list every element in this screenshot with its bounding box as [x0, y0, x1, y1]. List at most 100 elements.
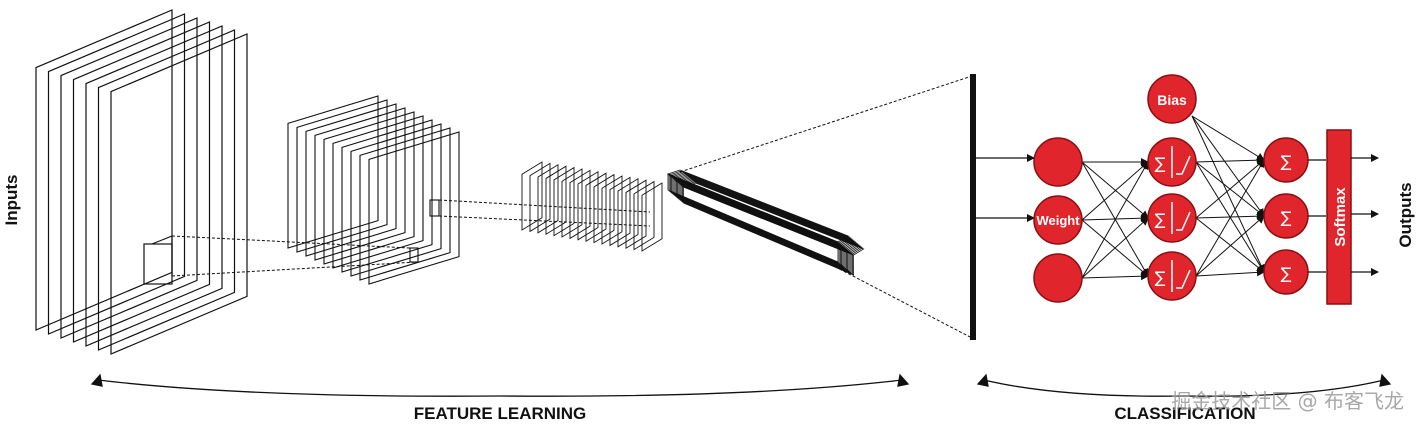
dashed-connectors: [171, 75, 973, 339]
feature-map: [569, 169, 591, 240]
bias-node-group: Bias: [1147, 74, 1197, 124]
connection-edge: [1195, 159, 1265, 219]
feature-map: [545, 165, 567, 236]
convolution-feature-maps: [287, 95, 460, 285]
feature-map: [341, 119, 433, 273]
feature-map: [617, 177, 639, 248]
activation-curve-icon: [1176, 211, 1191, 231]
connection-edge: [1191, 115, 1265, 273]
connection-edge: [1191, 115, 1265, 161]
feature-map: [601, 175, 623, 245]
feature-map: [521, 161, 543, 231]
sum-symbol: ∑: [1155, 154, 1166, 173]
input-feature-maps: [35, 9, 248, 355]
connection-edge: [1081, 161, 1149, 279]
feature-map: [350, 123, 442, 277]
feature-map: [668, 174, 840, 264]
feature-learning-label: FEATURE LEARNING: [414, 404, 587, 423]
connection-edge: [1195, 159, 1265, 277]
classification-brace: [976, 373, 1392, 397]
connection-edge: [1081, 272, 1149, 281]
feature-map: [97, 29, 236, 351]
feature-map: [47, 13, 186, 335]
feature-map: [561, 168, 583, 238]
feature-map: [529, 162, 551, 233]
sum-symbol: ∑: [1281, 208, 1292, 227]
activation-neuron-3: ∑: [1147, 251, 1197, 301]
pooling-feature-maps: [521, 161, 663, 252]
feature-map: [585, 172, 607, 243]
connection-edge: [1195, 215, 1265, 277]
output-arrows: [1351, 154, 1379, 276]
feature-map: [667, 173, 839, 263]
input-neuron-layer: Weight: [1033, 137, 1083, 303]
feature-map: [633, 180, 655, 251]
feature-map: [679, 183, 851, 273]
feature-map: [676, 180, 847, 270]
feature-map: [110, 33, 248, 355]
feature-map: [674, 179, 846, 269]
fully-connected-edges: [1081, 115, 1265, 281]
feature-map: [296, 99, 388, 253]
outputs-label: Outputs: [1396, 182, 1415, 247]
feature-map: [60, 17, 198, 339]
feature-map: [72, 21, 211, 343]
feature-learning-brace: [90, 373, 910, 397]
input-receptive-field: [143, 235, 173, 285]
activation-neuron-2: ∑: [1147, 193, 1197, 243]
connection-edge: [1081, 217, 1149, 279]
connection-edge: [1195, 268, 1265, 277]
bias-label: Bias: [1157, 92, 1187, 108]
connection-edge: [1195, 156, 1265, 165]
feature-map: [287, 95, 379, 249]
bias-neuron: [1147, 74, 1197, 124]
sum-symbol: ∑: [1155, 268, 1166, 287]
connection-edge: [1191, 115, 1265, 217]
softmax-layer: Softmax: [1326, 129, 1352, 305]
connection-edge: [1195, 212, 1265, 221]
activation-curve-icon: [1176, 269, 1191, 289]
feature-map: [625, 179, 647, 250]
sum-to-softmax-arrows: [1308, 159, 1326, 273]
feature-map: [332, 115, 424, 269]
feature-map: [359, 127, 451, 281]
feature-map: [368, 131, 460, 285]
classification-label: CLASSIFICATION: [1114, 404, 1255, 423]
hidden-activation-layer: ∑ ∑ ∑: [1147, 137, 1197, 301]
connection-edge: [1195, 217, 1265, 273]
output-sum-layer: ∑ ∑ ∑: [1263, 137, 1309, 295]
deep-feature-maps: [666, 169, 865, 276]
activation-curve-icon: [1176, 155, 1191, 175]
feature-map: [673, 178, 845, 268]
flatten-to-hidden-arrows: [976, 154, 1035, 222]
feature-map: [672, 177, 844, 267]
watermark: 掘金技术社区 @ 布客飞龙: [1171, 389, 1404, 413]
neuron-top: [1033, 137, 1083, 187]
weight-label: Weight: [1036, 213, 1080, 228]
feature-map: [323, 111, 415, 265]
sum-symbol: ∑: [1281, 152, 1292, 171]
feature-map: [609, 176, 631, 247]
sum-symbol: ∑: [1155, 210, 1166, 229]
feature-map: [577, 170, 599, 241]
feature-map: [683, 186, 854, 276]
feature-map: [670, 175, 841, 265]
neuron-bottom: [1033, 253, 1083, 303]
weight-neuron: [1033, 195, 1083, 245]
feature-map: [677, 181, 848, 271]
feature-map: [641, 182, 663, 252]
feature-map: [537, 163, 559, 234]
feature-map: [678, 182, 850, 272]
feature-map: [682, 185, 853, 275]
feature-map: [553, 166, 575, 237]
feature-map: [314, 107, 406, 261]
feature-map: [593, 173, 615, 244]
inputs-label: Inputs: [2, 175, 21, 226]
connection-edge: [1081, 161, 1149, 221]
feature-map: [680, 184, 852, 274]
softmax-label: Softmax: [1332, 187, 1349, 247]
sum-symbol: ∑: [1281, 264, 1292, 283]
flatten-layer: [970, 74, 976, 340]
feature-map: [305, 103, 397, 257]
